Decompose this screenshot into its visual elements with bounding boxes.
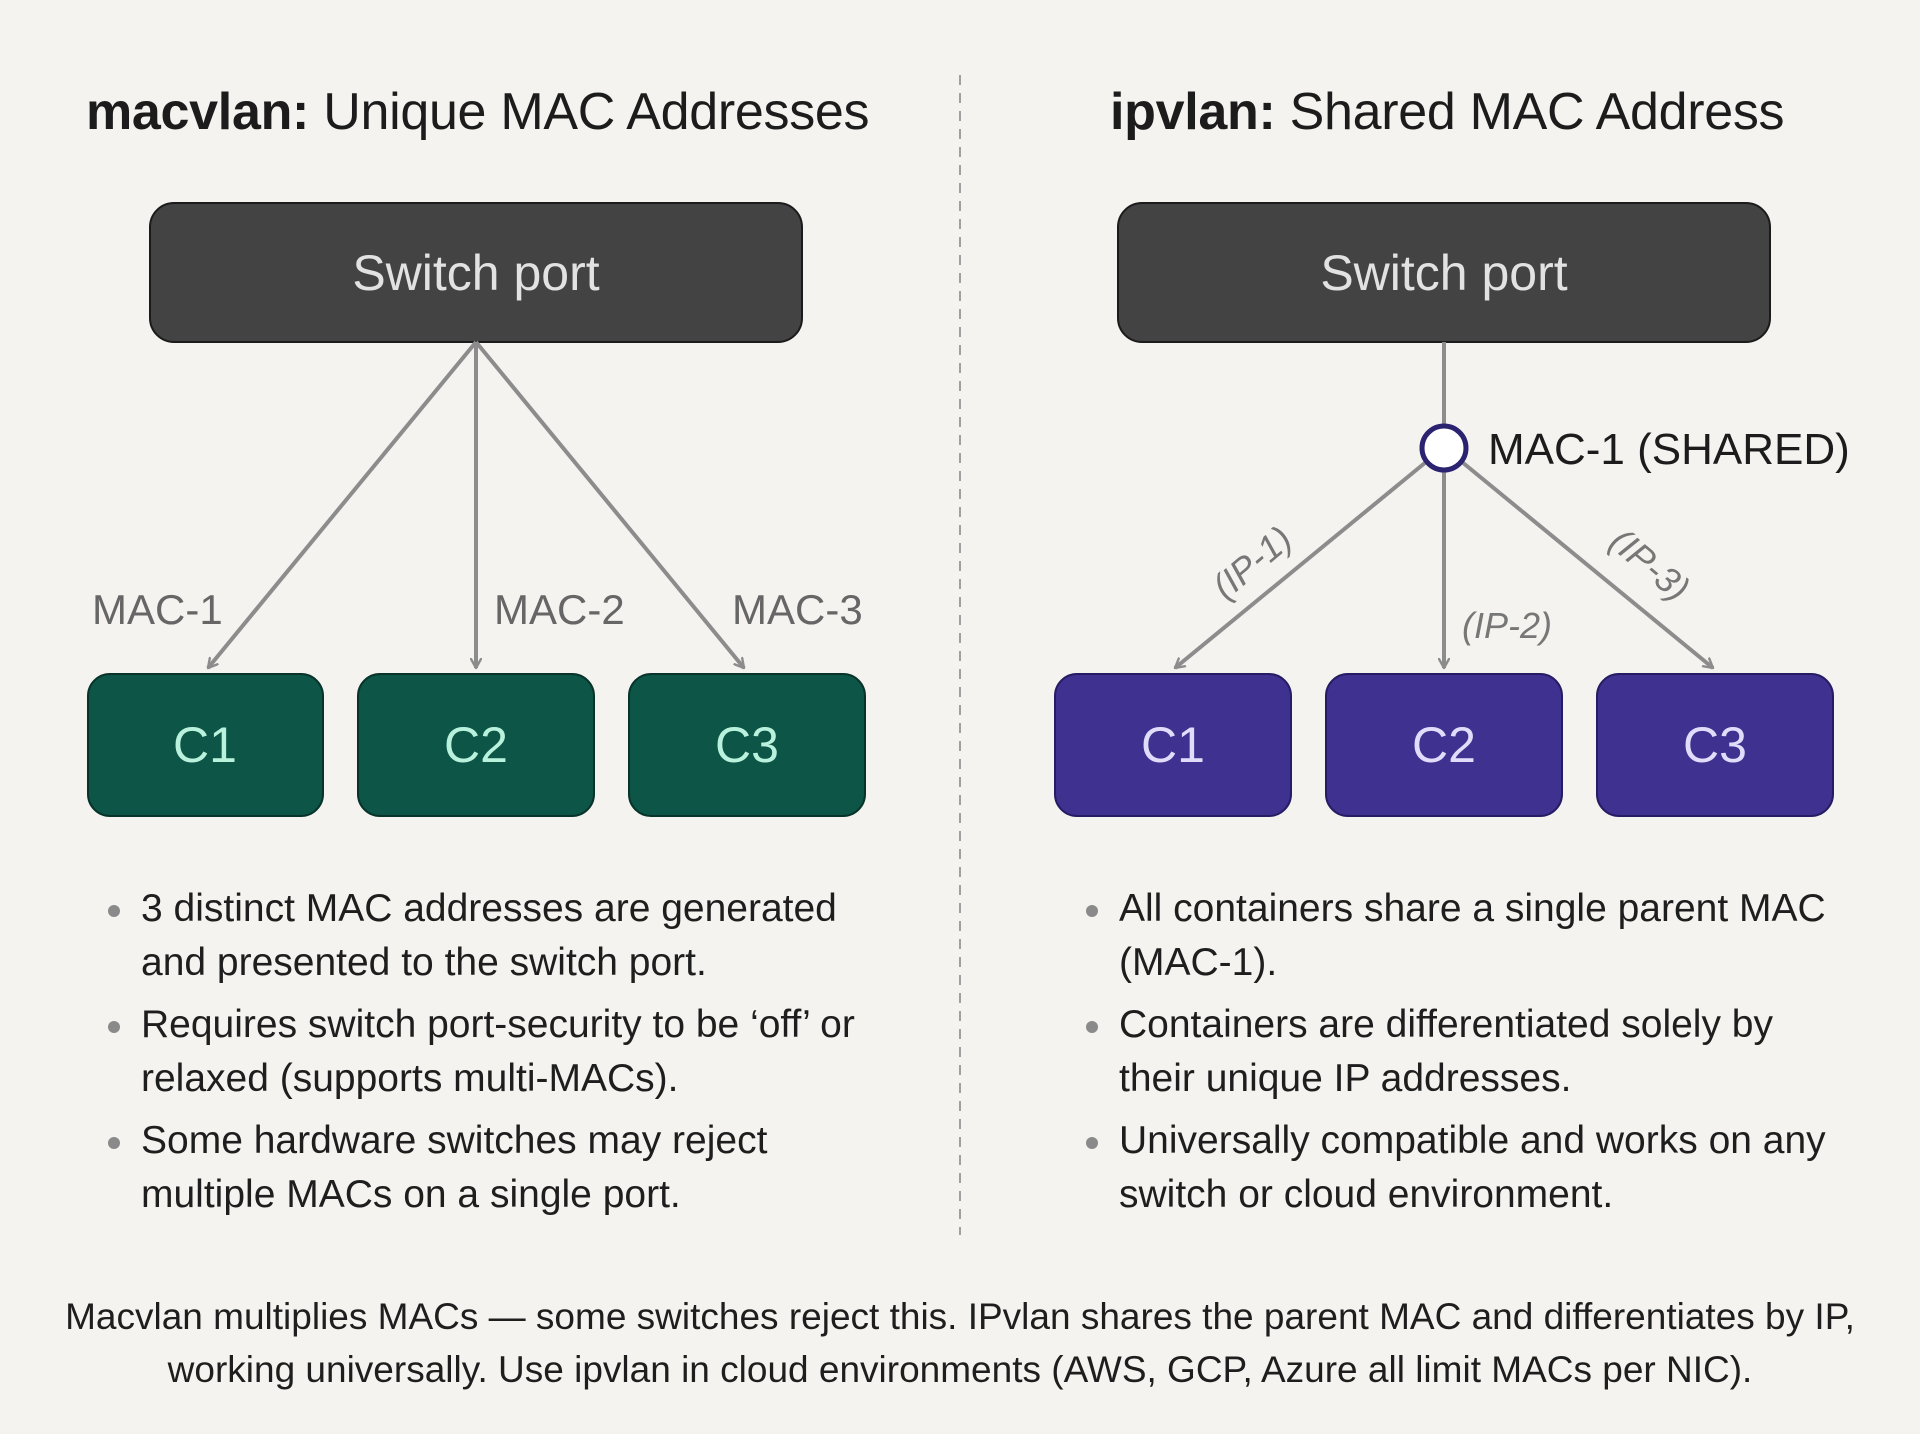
ipvlan-container-c1 xyxy=(1054,673,1292,817)
macvlan-title-bold: macvlan: xyxy=(86,83,310,141)
macvlan-link-label-3: MAC-3 xyxy=(732,586,863,633)
ipvlan-link-1 xyxy=(1173,460,1428,670)
shared-mac-label: MAC-1 (SHARED) xyxy=(1488,425,1850,474)
macvlan-bullet: 3 distinct MAC addresses are generated a… xyxy=(86,882,886,990)
ipvlan-switch-port-label: Switch port xyxy=(1320,245,1567,301)
ipvlan-bullet-list: All containers share a single parent MAC… xyxy=(1064,882,1854,1230)
macvlan-link-1 xyxy=(206,340,478,670)
macvlan-link-3 xyxy=(474,340,746,670)
ipvlan-diagram: Switch port MAC-1 (SHARED) (IP-1) (IP-2)… xyxy=(1054,202,1850,817)
macvlan-title-text: Unique MAC Addresses xyxy=(309,83,870,141)
macvlan-bullet: Some hardware switches may reject multip… xyxy=(86,1114,886,1222)
macvlan-title: macvlan: Unique MAC Addresses xyxy=(86,82,870,142)
ipvlan-container-c2 xyxy=(1325,673,1563,817)
ipvlan-link-3 xyxy=(1460,460,1715,670)
ipvlan-title-text: Shared MAC Address xyxy=(1275,83,1785,141)
ipvlan-link-label-2: (IP-2) xyxy=(1462,605,1552,646)
macvlan-container-c2 xyxy=(357,673,595,817)
macvlan-container-c2-label: C2 xyxy=(444,717,508,773)
macvlan-container-c3-label: C3 xyxy=(715,717,779,773)
footer-caption: Macvlan multiplies MACs — some switches … xyxy=(40,1290,1880,1396)
macvlan-container-c1 xyxy=(87,673,324,817)
ipvlan-container-c3-label: C3 xyxy=(1683,717,1747,773)
macvlan-container-c3 xyxy=(628,673,866,817)
footer-line-1: Macvlan multiplies MACs — some switches … xyxy=(65,1296,1855,1337)
macvlan-container-c1-label: C1 xyxy=(173,717,237,773)
ipvlan-bullet: All containers share a single parent MAC… xyxy=(1064,882,1854,990)
ipvlan-container-c3 xyxy=(1596,673,1834,817)
ipvlan-link-label-1: (IP-1) xyxy=(1204,518,1299,607)
macvlan-bullet: Requires switch port-security to be ‘off… xyxy=(86,998,886,1106)
macvlan-link-label-2: MAC-2 xyxy=(494,586,625,633)
ipvlan-link-label-3: (IP-3) xyxy=(1602,520,1697,609)
ipvlan-container-c1-label: C1 xyxy=(1141,717,1205,773)
ipvlan-bullet: Containers are differentiated solely by … xyxy=(1064,998,1854,1106)
shared-mac-node xyxy=(1419,423,1469,473)
macvlan-diagram: Switch port MAC-1 MAC-2 MAC-3 C1 C2 C3 xyxy=(87,202,866,817)
macvlan-link-label-1: MAC-1 xyxy=(92,586,223,633)
macvlan-switch-port-label: Switch port xyxy=(352,245,599,301)
ipvlan-title-bold: ipvlan: xyxy=(1110,83,1276,141)
ipvlan-bullet: Universally compatible and works on any … xyxy=(1064,1114,1854,1222)
footer-line-2: working universally. Use ipvlan in cloud… xyxy=(167,1349,1753,1390)
ipvlan-container-c2-label: C2 xyxy=(1412,717,1476,773)
ipvlan-title: ipvlan: Shared MAC Address xyxy=(1110,82,1785,142)
macvlan-bullet-list: 3 distinct MAC addresses are generated a… xyxy=(86,882,886,1230)
